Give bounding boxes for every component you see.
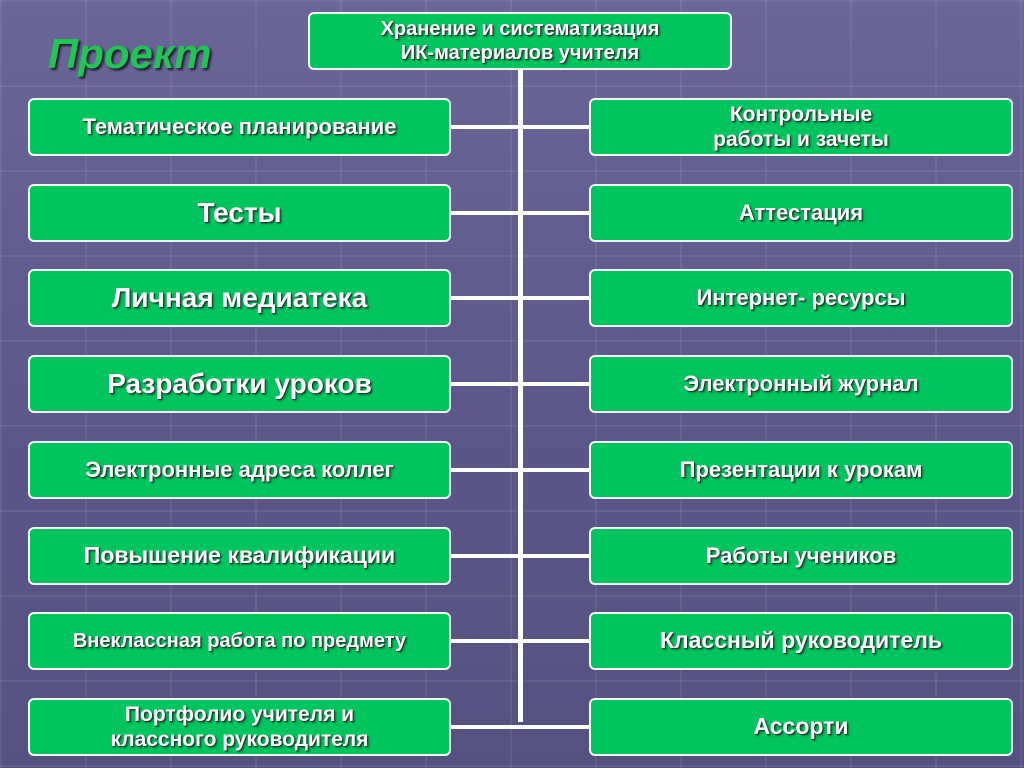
left-node: Электронные адреса коллег [28, 441, 451, 499]
connector-branch [451, 554, 589, 558]
right-node: Классный руководитель [589, 612, 1013, 670]
right-node: Работы учеников [589, 527, 1013, 585]
left-node: Личная медиатека [28, 269, 451, 327]
left-node: Тематическое планирование [28, 98, 451, 156]
right-node: Презентации к урокам [589, 441, 1013, 499]
right-node: Аттестация [589, 184, 1013, 242]
left-node: Внеклассная работа по предмету [28, 612, 451, 670]
connector-branch [451, 211, 589, 215]
left-node: Разработки уроков [28, 355, 451, 413]
root-node: Хранение и систематизация ИК-материалов … [308, 12, 732, 70]
left-node: Тесты [28, 184, 451, 242]
page-title: Проект [48, 30, 212, 77]
right-node: Электронный журнал [589, 355, 1013, 413]
right-node: Ассорти [589, 698, 1013, 756]
connector-branch [451, 639, 589, 643]
connector-branch [451, 468, 589, 472]
right-node: Контрольные работы и зачеты [589, 98, 1013, 156]
connector-branch [451, 725, 589, 729]
connector-branch [451, 296, 589, 300]
right-node: Интернет- ресурсы [589, 269, 1013, 327]
connector-branch [451, 382, 589, 386]
connector-trunk [518, 70, 523, 722]
connector-branch [451, 125, 589, 129]
left-node: Повышение квалификации [28, 527, 451, 585]
left-node: Портфолио учителя и классного руководите… [28, 698, 451, 756]
